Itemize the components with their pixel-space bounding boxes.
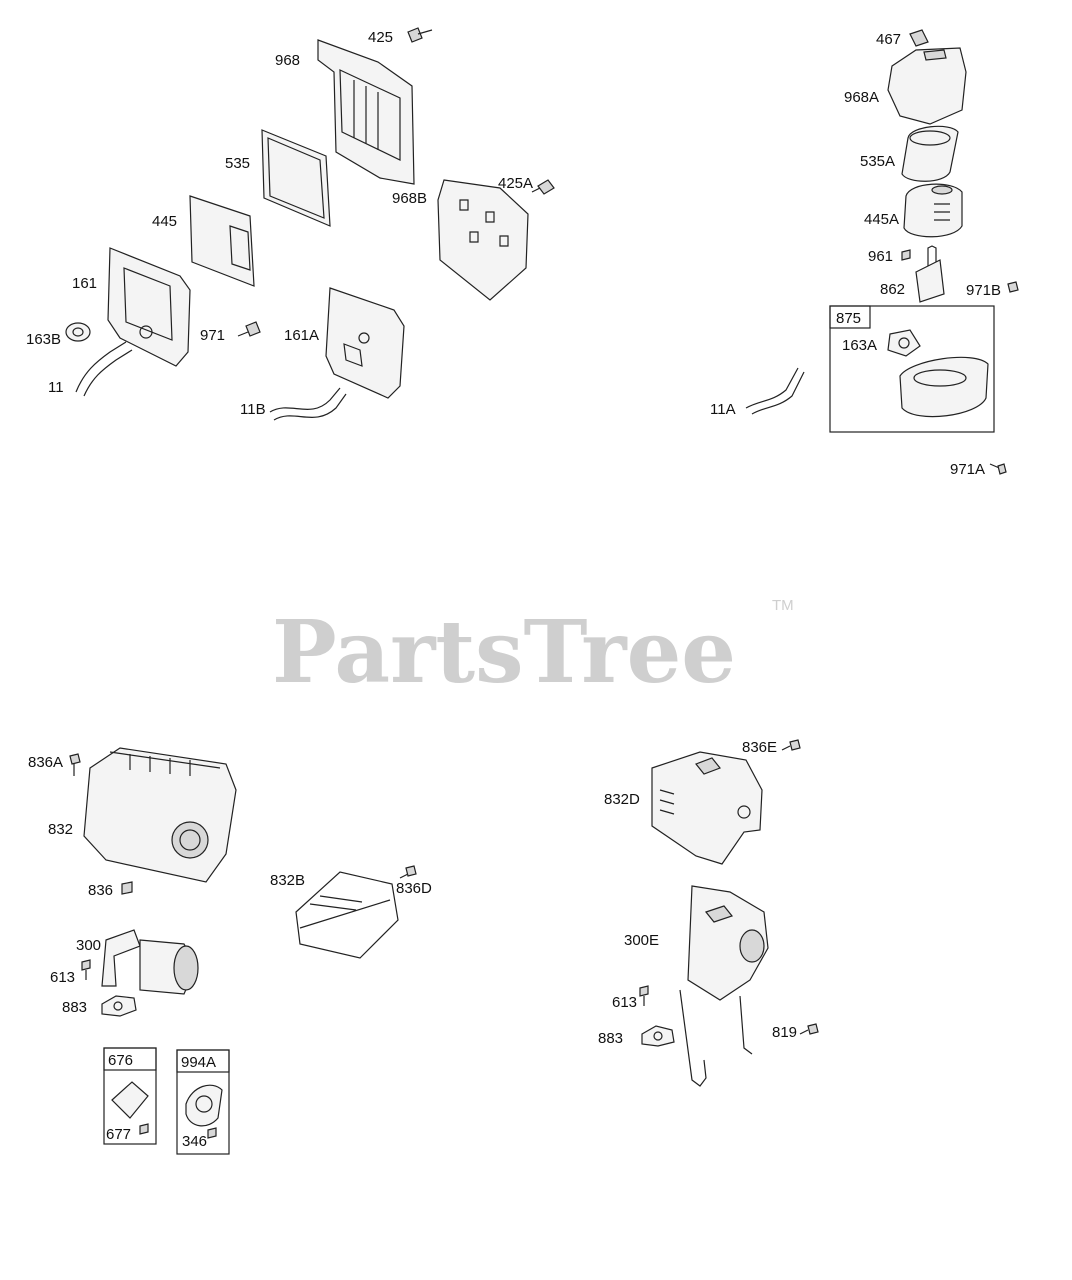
label-832B: 832B xyxy=(270,872,305,889)
label-819: 819 xyxy=(772,1024,797,1041)
part-300-muffler[interactable] xyxy=(101,929,199,995)
part-883-gasket[interactable] xyxy=(101,995,137,1017)
label-535A: 535A xyxy=(860,153,895,170)
part-862-bracket[interactable] xyxy=(915,245,945,303)
part-445A-filter[interactable] xyxy=(903,183,963,238)
part-677-screw[interactable] xyxy=(139,1123,149,1135)
label-445: 445 xyxy=(152,213,177,230)
watermark-text: PartsTree xyxy=(272,602,736,703)
label-836D: 836D xyxy=(396,880,432,897)
part-832-muffler-guard[interactable] xyxy=(83,747,237,883)
label-968A: 968A xyxy=(844,89,879,106)
part-971-screw[interactable] xyxy=(237,321,261,337)
part-875-base[interactable] xyxy=(899,356,989,418)
label-425: 425 xyxy=(368,29,393,46)
part-11B-breather-tube[interactable] xyxy=(269,387,347,421)
label-676: 676 xyxy=(108,1052,133,1069)
label-535: 535 xyxy=(225,155,250,172)
label-971: 971 xyxy=(200,327,225,344)
part-161-base-plate[interactable] xyxy=(107,247,191,367)
part-819-screw[interactable] xyxy=(799,1023,819,1035)
label-300E: 300E xyxy=(624,932,659,949)
label-613: 613 xyxy=(50,969,75,986)
part-467-knob[interactable] xyxy=(909,29,929,47)
label-883-right: 883 xyxy=(598,1030,623,1047)
part-300E-muffler[interactable] xyxy=(679,885,769,1087)
part-836E-screw[interactable] xyxy=(781,739,801,751)
label-971B: 971B xyxy=(966,282,1001,299)
part-836-screw[interactable] xyxy=(121,881,133,895)
part-836D-screw[interactable] xyxy=(399,865,417,879)
label-836E: 836E xyxy=(742,739,777,756)
label-832: 832 xyxy=(48,821,73,838)
label-445A: 445A xyxy=(864,211,899,228)
label-425A: 425A xyxy=(498,175,533,192)
label-677: 677 xyxy=(106,1126,131,1143)
part-161A-base-plate[interactable] xyxy=(325,287,405,399)
part-832D-muffler-guard[interactable] xyxy=(651,751,763,865)
part-445-filter[interactable] xyxy=(189,195,255,287)
part-968A-cover[interactable] xyxy=(887,47,967,125)
label-11: 11 xyxy=(48,379,64,396)
label-346: 346 xyxy=(182,1133,207,1150)
part-832B-wire-guard[interactable] xyxy=(295,871,399,959)
part-883-gasket-right[interactable] xyxy=(641,1025,675,1047)
label-467: 467 xyxy=(876,31,901,48)
part-836A-screw[interactable] xyxy=(69,753,81,776)
kit-875-box[interactable] xyxy=(829,305,995,433)
label-300: 300 xyxy=(76,937,101,954)
label-961: 961 xyxy=(868,248,893,265)
part-535A-filter[interactable] xyxy=(901,125,959,182)
label-11B: 11B xyxy=(240,401,266,418)
part-425A-screw[interactable] xyxy=(531,179,555,195)
label-968: 968 xyxy=(275,52,300,69)
part-535-filter[interactable] xyxy=(261,129,331,227)
label-11A: 11A xyxy=(710,401,736,418)
label-836: 836 xyxy=(88,882,113,899)
part-968B-base[interactable] xyxy=(437,179,529,301)
kit-676-box[interactable] xyxy=(103,1047,157,1145)
watermark-trademark: TM xyxy=(772,597,794,614)
kit-994A-box[interactable] xyxy=(176,1049,230,1155)
label-163A: 163A xyxy=(842,337,877,354)
part-163A-gasket[interactable] xyxy=(887,329,921,357)
part-346-screw[interactable] xyxy=(207,1127,217,1139)
label-968B: 968B xyxy=(392,190,427,207)
label-862: 862 xyxy=(880,281,905,298)
label-994A: 994A xyxy=(181,1054,216,1071)
label-836A: 836A xyxy=(28,754,63,771)
label-163B: 163B xyxy=(26,331,61,348)
label-883: 883 xyxy=(62,999,87,1016)
label-971A: 971A xyxy=(950,461,985,478)
part-971A-screw[interactable] xyxy=(989,463,1007,475)
label-832D: 832D xyxy=(604,791,640,808)
part-613-screw-right[interactable] xyxy=(639,985,649,1006)
label-613-right: 613 xyxy=(612,994,637,1011)
part-163B-gasket[interactable] xyxy=(65,322,91,342)
part-961-screw[interactable] xyxy=(901,249,911,261)
part-11A-breather-tube[interactable] xyxy=(745,367,805,415)
part-425-screw[interactable] xyxy=(407,27,433,43)
part-11-breather-tube[interactable] xyxy=(75,341,133,397)
label-875: 875 xyxy=(836,310,861,327)
part-968-air-cleaner-cover[interactable] xyxy=(317,39,415,185)
part-613-screw[interactable] xyxy=(81,959,91,980)
part-971B-screw[interactable] xyxy=(1007,281,1019,293)
label-161: 161 xyxy=(72,275,97,292)
label-161A: 161A xyxy=(284,327,319,344)
